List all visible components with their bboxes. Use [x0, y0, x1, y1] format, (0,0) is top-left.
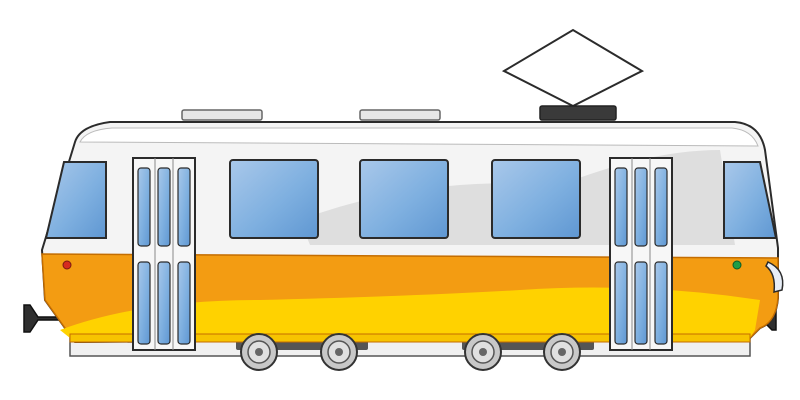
rear-cab-window [44, 161, 107, 239]
front-door [609, 157, 673, 351]
roof-vent-front [181, 109, 263, 121]
yellow-wave [60, 287, 760, 342]
wheel-2 [320, 333, 358, 371]
rear-door [132, 157, 196, 351]
bottom-skirt [69, 333, 751, 343]
headlight [765, 261, 784, 293]
rear-red-lamp [62, 260, 72, 270]
front-cab-window [723, 161, 778, 239]
wheel-3 [464, 333, 502, 371]
pantograph-base [539, 105, 617, 121]
pantograph [501, 28, 645, 108]
wheel-1 [240, 333, 278, 371]
wheel-4 [543, 333, 581, 371]
passenger-window-3 [491, 159, 581, 239]
roof-band [79, 127, 759, 147]
passenger-window-1 [229, 159, 319, 239]
front-green-lamp [732, 260, 742, 270]
rear-coupler [23, 304, 63, 333]
roof-vent-middle [359, 109, 441, 121]
passenger-window-2 [359, 159, 449, 239]
